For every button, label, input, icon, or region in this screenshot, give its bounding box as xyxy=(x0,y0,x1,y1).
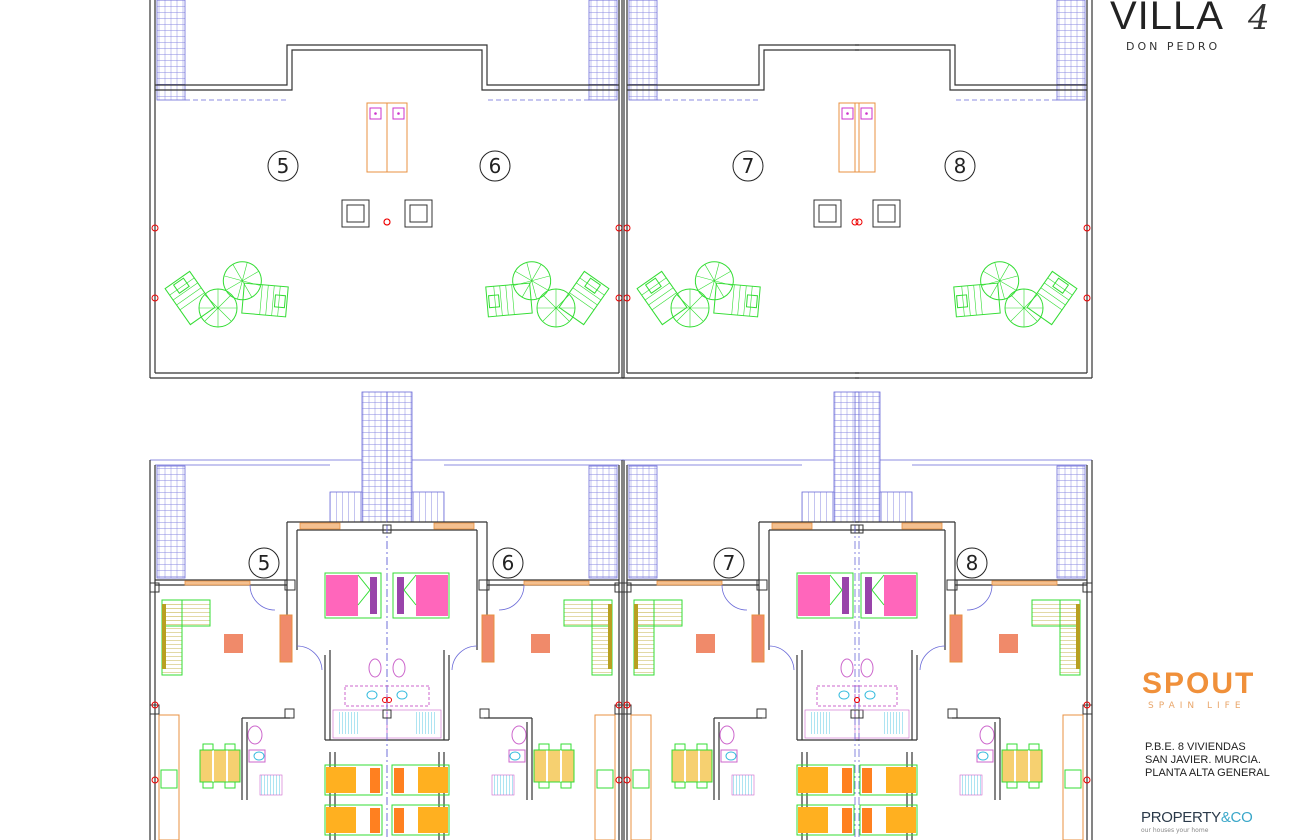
floor-label-8: 8 xyxy=(966,551,979,575)
floor-unit-labels: 5 6 7 8 xyxy=(248,547,988,579)
floor-unit-6 xyxy=(382,391,625,840)
roof-unit-labels: 5 6 7 8 xyxy=(267,150,976,182)
roof-unit-7 xyxy=(622,0,862,378)
spout-logo-subtitle: SPAIN LIFE xyxy=(1148,701,1246,711)
roof-label-6: 6 xyxy=(489,154,502,178)
upper-floor-plan xyxy=(149,391,1093,840)
floor-label-7: 7 xyxy=(723,551,736,575)
roof-unit-6 xyxy=(384,0,624,378)
floor-unit-7 xyxy=(621,391,864,840)
property-logo-tagline: our houses your home xyxy=(1141,827,1209,834)
roof-unit-8 xyxy=(852,0,1092,378)
villa-logo-word: VILLA xyxy=(1110,0,1224,38)
property-logo-amp: &CO xyxy=(1220,809,1253,826)
roof-label-5: 5 xyxy=(277,154,290,178)
project-info: P.B.E. 8 VIVIENDAS SAN JAVIER. MURCIA. P… xyxy=(1145,741,1270,780)
property-logo-word: PROPERTY xyxy=(1141,809,1221,826)
floor-label-5: 5 xyxy=(258,551,271,575)
roof-label-7: 7 xyxy=(742,154,755,178)
roof-label-8: 8 xyxy=(954,154,967,178)
project-info-line: PLANTA ALTA GENERAL xyxy=(1145,767,1270,779)
villa-logo-subtitle: DON PEDRO xyxy=(1126,40,1221,53)
spout-logo-word: SPOUT xyxy=(1142,667,1256,700)
project-info-line: SAN JAVIER. MURCIA. xyxy=(1145,754,1261,766)
villa-logo: VILLA 4 DON PEDRO xyxy=(1110,0,1280,56)
spout-logo: SPOUT SPAIN LIFE xyxy=(1142,668,1272,712)
floor-unit-8 xyxy=(850,391,1093,840)
floor-unit-5 xyxy=(149,391,392,840)
property-logo: PROPERTY&CO our houses your home xyxy=(1141,809,1253,835)
floor-label-6: 6 xyxy=(502,551,515,575)
roof-unit-5 xyxy=(150,0,390,378)
roof-plan xyxy=(150,0,1092,378)
villa-logo-number: 4 xyxy=(1248,0,1270,38)
project-info-line: P.B.E. 8 VIVIENDAS xyxy=(1145,741,1246,753)
